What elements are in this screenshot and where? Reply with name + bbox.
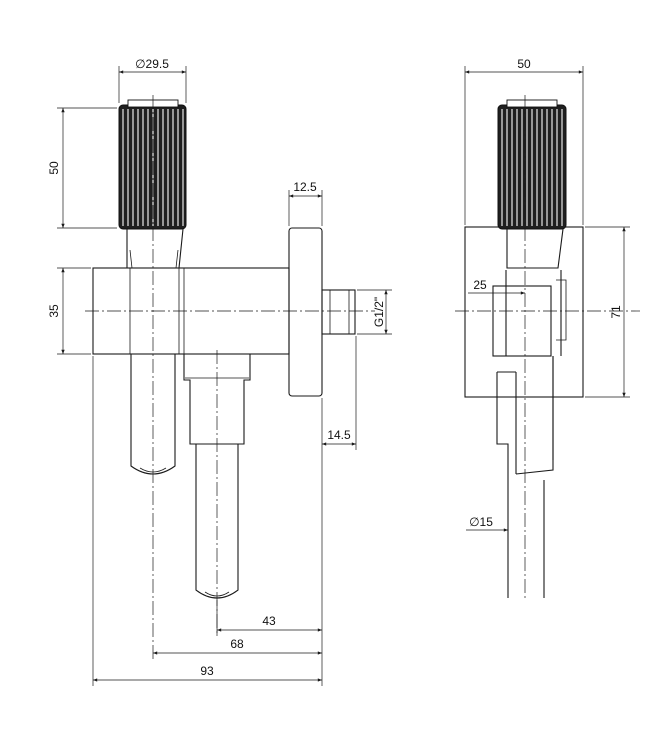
dim-body-height: 35 <box>47 267 91 355</box>
label-plate-height: 71 <box>609 305 623 319</box>
dim-pipe-diameter: ∅15 <box>466 515 508 532</box>
label-thread-length: 14.5 <box>327 428 351 442</box>
label-93: 93 <box>200 664 214 678</box>
dim-front-width: 50 <box>464 57 584 225</box>
front-view: 50 25 71 ∅15 <box>455 57 640 598</box>
dim-thread: G1/2" <box>357 289 392 335</box>
label-68: 68 <box>230 637 244 651</box>
dim-knob-diameter: ∅29.5 <box>118 57 187 103</box>
dim-front-body: 25 <box>468 278 525 295</box>
label-flange-thickness: 12.5 <box>293 180 317 194</box>
dim-thread-length: 14.5 <box>321 336 357 686</box>
label-front-body: 25 <box>473 278 487 292</box>
label-43: 43 <box>262 614 276 628</box>
label-knob-height: 50 <box>47 161 61 175</box>
front-knob <box>497 99 567 230</box>
dim-68: 68 <box>153 637 322 655</box>
label-front-width: 50 <box>517 57 531 71</box>
dim-flange-thickness: 12.5 <box>288 180 323 226</box>
label-body-height: 35 <box>47 304 61 318</box>
dim-43: 43 <box>216 600 322 636</box>
dim-93: 93 <box>92 356 322 686</box>
label-thread: G1/2" <box>372 297 386 327</box>
dim-knob-height: 50 <box>47 107 117 229</box>
side-knob <box>118 99 187 230</box>
side-view: ∅29.5 50 35 12.5 G1/2" <box>47 57 392 686</box>
label-pipe-diameter: ∅15 <box>469 515 493 529</box>
label-knob-diameter: ∅29.5 <box>135 57 169 71</box>
dim-plate-height: 71 <box>585 226 630 398</box>
